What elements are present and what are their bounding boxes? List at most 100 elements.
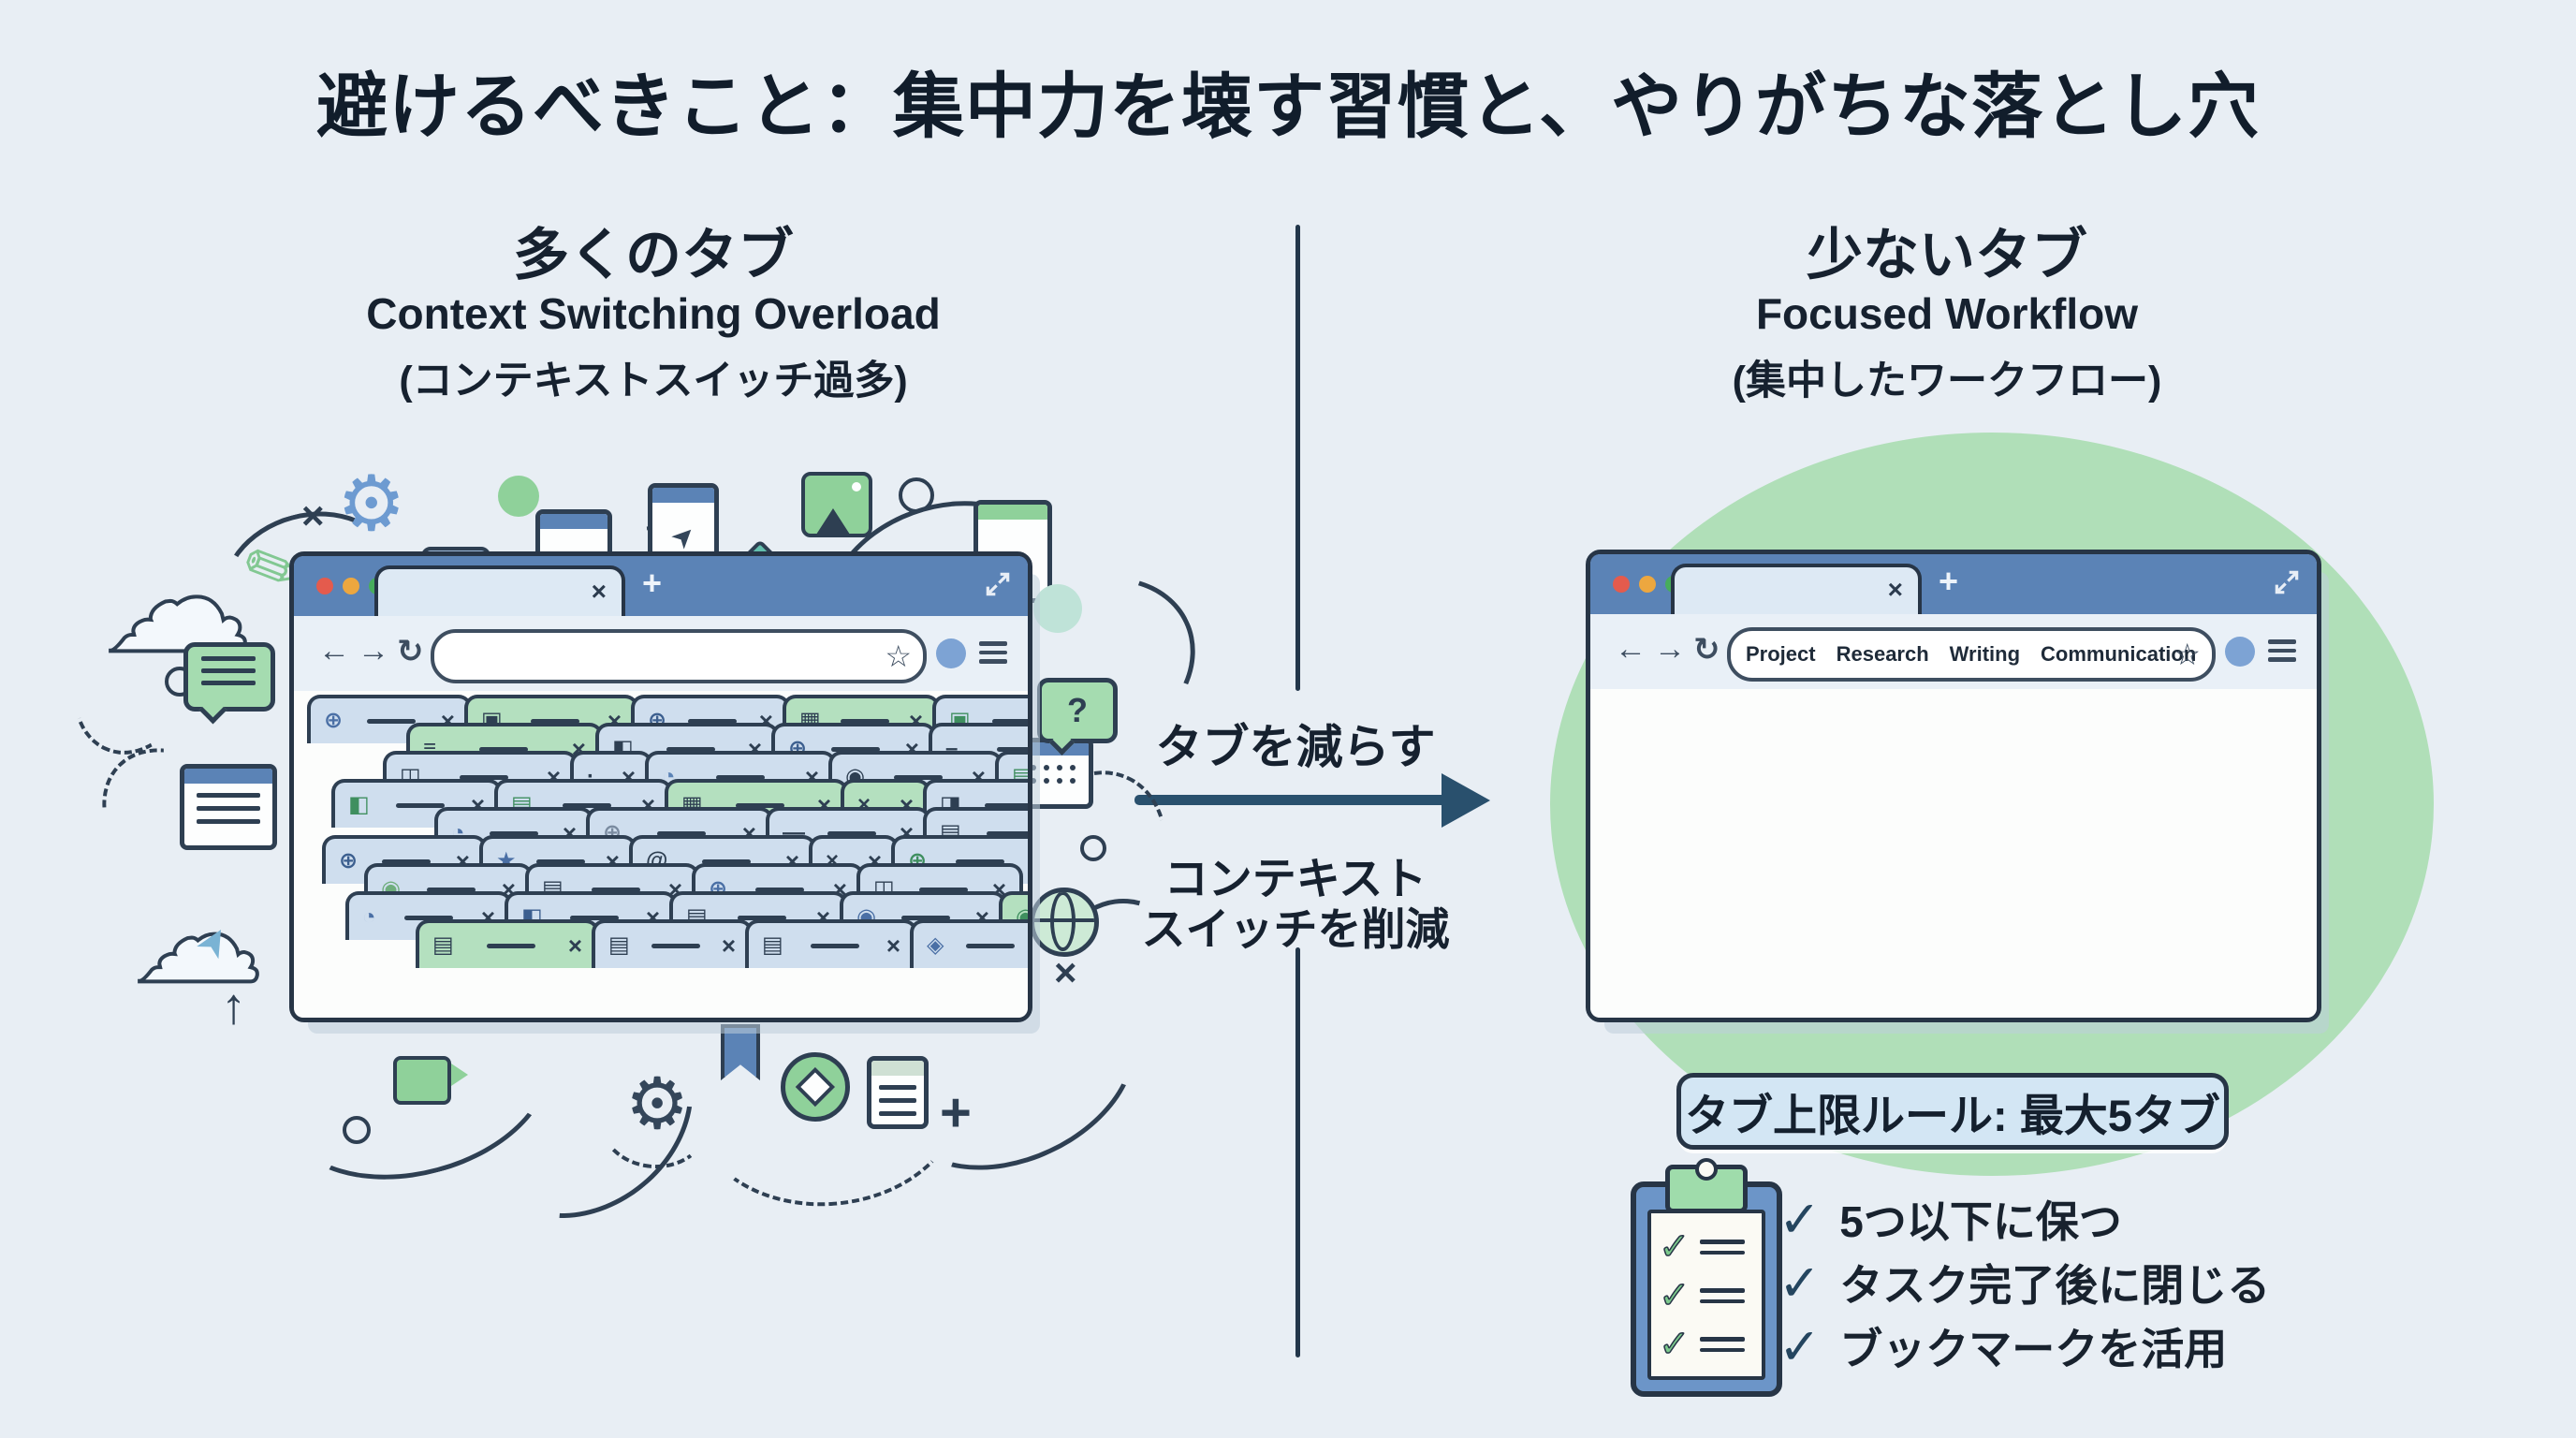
image-box-icon bbox=[801, 472, 872, 537]
right-browser-window: × + ← → ↻ Project Research Writing Communic… bbox=[1586, 550, 2321, 1022]
reduce-arrow-head bbox=[1442, 773, 1490, 828]
tab-close-icon[interactable]: × bbox=[591, 577, 607, 606]
tab-title-line bbox=[569, 915, 619, 920]
arrow-label-bottom-2: スイッチを削減 bbox=[1141, 904, 1450, 954]
tab-title-line bbox=[984, 802, 1028, 808]
favicon-icon: ▤ bbox=[762, 932, 783, 958]
tab-title-line bbox=[702, 858, 752, 864]
chat-tail bbox=[198, 696, 227, 725]
tab-close-icon[interactable]: × bbox=[1887, 575, 1903, 604]
new-tab-icon[interactable]: + bbox=[642, 564, 663, 602]
minimize-light-icon[interactable] bbox=[343, 578, 359, 594]
checklist-item-label: 5つ以下に保つ bbox=[1839, 1197, 2122, 1246]
expand-icon[interactable] bbox=[2272, 567, 2302, 597]
checklist-item: ✓タスク完了後に閉じる bbox=[1778, 1251, 2270, 1314]
favicon-icon: ▤ bbox=[432, 932, 454, 958]
window-line bbox=[878, 1098, 917, 1103]
ring-icon bbox=[343, 1116, 371, 1144]
tab-title-line bbox=[991, 718, 1028, 724]
tab-title-line bbox=[562, 802, 611, 808]
bookmark-communication[interactable]: Communication bbox=[2041, 642, 2197, 666]
tab-title-line bbox=[900, 915, 950, 920]
tab-title-line bbox=[395, 802, 445, 808]
browser-tab[interactable]: × bbox=[1671, 564, 1922, 622]
divider-top bbox=[1295, 225, 1300, 691]
bookmark-star-icon[interactable]: ☆ bbox=[885, 639, 912, 673]
page-title: 避けるべきこと：集中力を壊す習慣と、やりがちな落とし穴 bbox=[316, 67, 2260, 147]
x-doodle-icon: × bbox=[1054, 950, 1077, 994]
calendar-dot bbox=[1070, 778, 1076, 784]
plus-icon: + bbox=[940, 1082, 972, 1143]
bookmark-project[interactable]: Project bbox=[1746, 642, 1816, 666]
right-heading-en: Focused Workflow bbox=[1755, 289, 2139, 338]
x-doodle-icon: × bbox=[301, 493, 325, 537]
cloud-upload-icon: ☁ bbox=[131, 862, 266, 1009]
right-heading-jp: 少ないタブ bbox=[1807, 224, 2087, 286]
favicon-icon: · bbox=[587, 764, 594, 789]
forward-icon[interactable]: → bbox=[1654, 631, 1686, 667]
gear-dark-icon: ⚙ bbox=[625, 1064, 690, 1144]
back-icon[interactable]: ← bbox=[1615, 631, 1647, 667]
chat-line bbox=[201, 656, 256, 661]
favicon-icon: ◧ bbox=[348, 792, 370, 817]
calendar-dot bbox=[1044, 778, 1049, 784]
browser-tab[interactable]: × bbox=[374, 565, 625, 624]
left-heading-en: Context Switching Overload bbox=[366, 289, 941, 338]
tab-title-line bbox=[486, 943, 535, 948]
globe-icon bbox=[1030, 888, 1099, 957]
forward-icon[interactable]: → bbox=[358, 633, 389, 668]
camera-lens bbox=[451, 1064, 468, 1086]
tab-title-line bbox=[666, 746, 715, 752]
check-icon: ✓ bbox=[1658, 1225, 1690, 1269]
reload-icon[interactable]: ↻ bbox=[1693, 632, 1720, 668]
bookmark-star-icon[interactable]: ☆ bbox=[2174, 638, 2201, 671]
chaos-tab[interactable]: ▤× bbox=[592, 919, 753, 968]
back-icon[interactable]: ← bbox=[318, 633, 350, 668]
tab-title-line bbox=[479, 746, 529, 752]
tab-close-icon[interactable]: × bbox=[721, 932, 736, 960]
tab-close-icon[interactable]: × bbox=[567, 932, 582, 960]
profile-avatar[interactable] bbox=[936, 638, 966, 668]
globe-equator bbox=[1034, 918, 1094, 923]
tab-title-line bbox=[688, 718, 738, 724]
window-line bbox=[878, 1111, 917, 1116]
tab-title-line bbox=[735, 802, 784, 808]
check-icon: ✓ bbox=[1778, 1191, 1822, 1248]
tab-close-icon[interactable]: × bbox=[886, 932, 900, 960]
tab-title-line bbox=[657, 830, 707, 836]
close-light-icon[interactable] bbox=[1613, 576, 1630, 593]
window-header bbox=[540, 514, 607, 529]
bookmark-research[interactable]: Research bbox=[1836, 642, 1929, 666]
chaos-tab[interactable]: ▤× bbox=[416, 919, 599, 968]
chaos-tab[interactable]: ◈× bbox=[910, 919, 1028, 968]
menu-icon[interactable] bbox=[2268, 639, 2296, 667]
tab-title-line bbox=[831, 746, 881, 752]
clipboard-clip bbox=[1665, 1158, 1748, 1213]
tab-title-line bbox=[459, 774, 508, 780]
close-light-icon[interactable] bbox=[316, 578, 333, 594]
new-tab-icon[interactable]: + bbox=[1939, 562, 1959, 600]
bookmark-writing[interactable]: Writing bbox=[1949, 642, 2021, 666]
minimize-light-icon[interactable] bbox=[1639, 576, 1656, 593]
favicon-icon: ⊕ bbox=[339, 848, 359, 873]
favicon-icon: ▤ bbox=[608, 932, 630, 958]
arrow-label-top: タブを減らす bbox=[1155, 721, 1436, 773]
address-bar[interactable]: ☆ bbox=[431, 629, 927, 683]
compass-icon bbox=[781, 1052, 850, 1122]
ring-icon bbox=[1080, 835, 1106, 861]
profile-avatar[interactable] bbox=[2225, 637, 2255, 667]
tab-title-line bbox=[530, 718, 579, 724]
reload-icon[interactable]: ↻ bbox=[397, 634, 424, 669]
tab-title-line bbox=[651, 943, 700, 948]
tab-title-line bbox=[591, 887, 640, 892]
menu-icon[interactable] bbox=[979, 641, 1007, 668]
chaos-tab[interactable]: ▤× bbox=[745, 919, 917, 968]
check-icon: ✓ bbox=[1778, 1318, 1822, 1375]
chaos-tab-row: ▤×▤×▤×◈×▤× bbox=[416, 919, 1028, 968]
tab-title-line bbox=[965, 943, 1015, 948]
notes-window-icon bbox=[180, 764, 277, 850]
window-header bbox=[978, 505, 1047, 520]
expand-icon[interactable] bbox=[983, 569, 1013, 599]
dot-icon bbox=[498, 476, 539, 517]
bookmark-bar: ProjectResearchWritingCommunicationCalen… bbox=[1727, 627, 2216, 682]
